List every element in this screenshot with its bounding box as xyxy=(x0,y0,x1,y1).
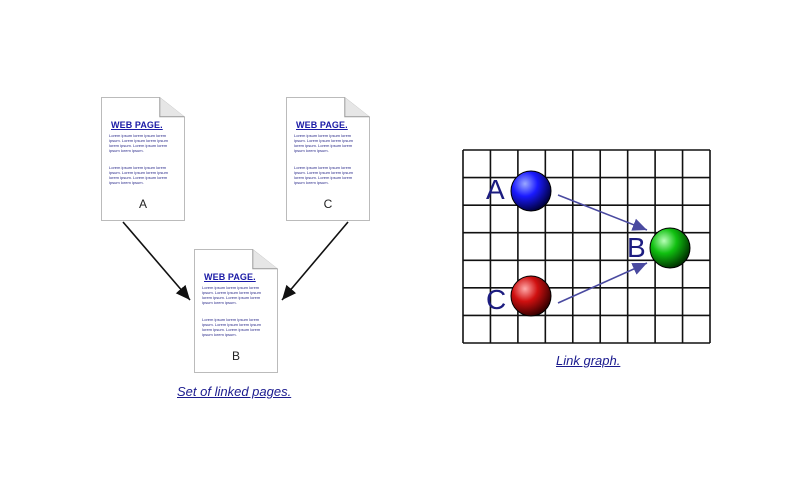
lorem-text: Lorem ipsum lorem ipsum lorem ipsum. Lor… xyxy=(109,165,168,185)
web-page-title: WEB PAGE. xyxy=(111,120,163,130)
page-letter: B xyxy=(231,349,240,363)
link-c-to-b xyxy=(281,221,349,301)
lorem-text: Lorem ipsum lorem ipsum lorem ipsum. Lor… xyxy=(109,133,168,153)
node-a xyxy=(510,170,552,212)
node-b xyxy=(649,227,691,269)
node-label-a: A xyxy=(486,174,505,205)
lorem-text: Lorem ipsum lorem ipsum lorem ipsum. Lor… xyxy=(202,317,261,337)
web-page-title: WEB PAGE. xyxy=(204,272,256,282)
link-graph xyxy=(462,149,711,344)
lorem-text: Lorem ipsum lorem ipsum lorem ipsum. Lor… xyxy=(294,165,353,185)
caption-link-graph: Link graph. xyxy=(556,353,621,368)
web-page-a: WEB PAGE. Lorem ipsum lorem ipsum lorem … xyxy=(101,97,185,221)
node-label-b: B xyxy=(627,232,646,263)
web-page-b: WEB PAGE. Lorem ipsum lorem ipsum lorem … xyxy=(194,249,278,373)
caption-linked-pages: Set of linked pages. xyxy=(177,384,292,399)
page-letter: C xyxy=(323,197,333,211)
lorem-text: Lorem ipsum lorem ipsum lorem ipsum. Lor… xyxy=(294,133,353,153)
node-label-c: C xyxy=(486,284,507,315)
page-letter: A xyxy=(138,197,147,211)
edge-a-to-b xyxy=(557,194,648,231)
web-page-c: WEB PAGE. Lorem ipsum lorem ipsum lorem … xyxy=(286,97,370,221)
link-a-to-b xyxy=(122,221,191,301)
edge-c-to-b xyxy=(557,262,648,304)
node-c xyxy=(510,275,552,317)
lorem-text: Lorem ipsum lorem ipsum lorem ipsum. Lor… xyxy=(202,285,261,305)
web-page-title: WEB PAGE. xyxy=(296,120,348,130)
